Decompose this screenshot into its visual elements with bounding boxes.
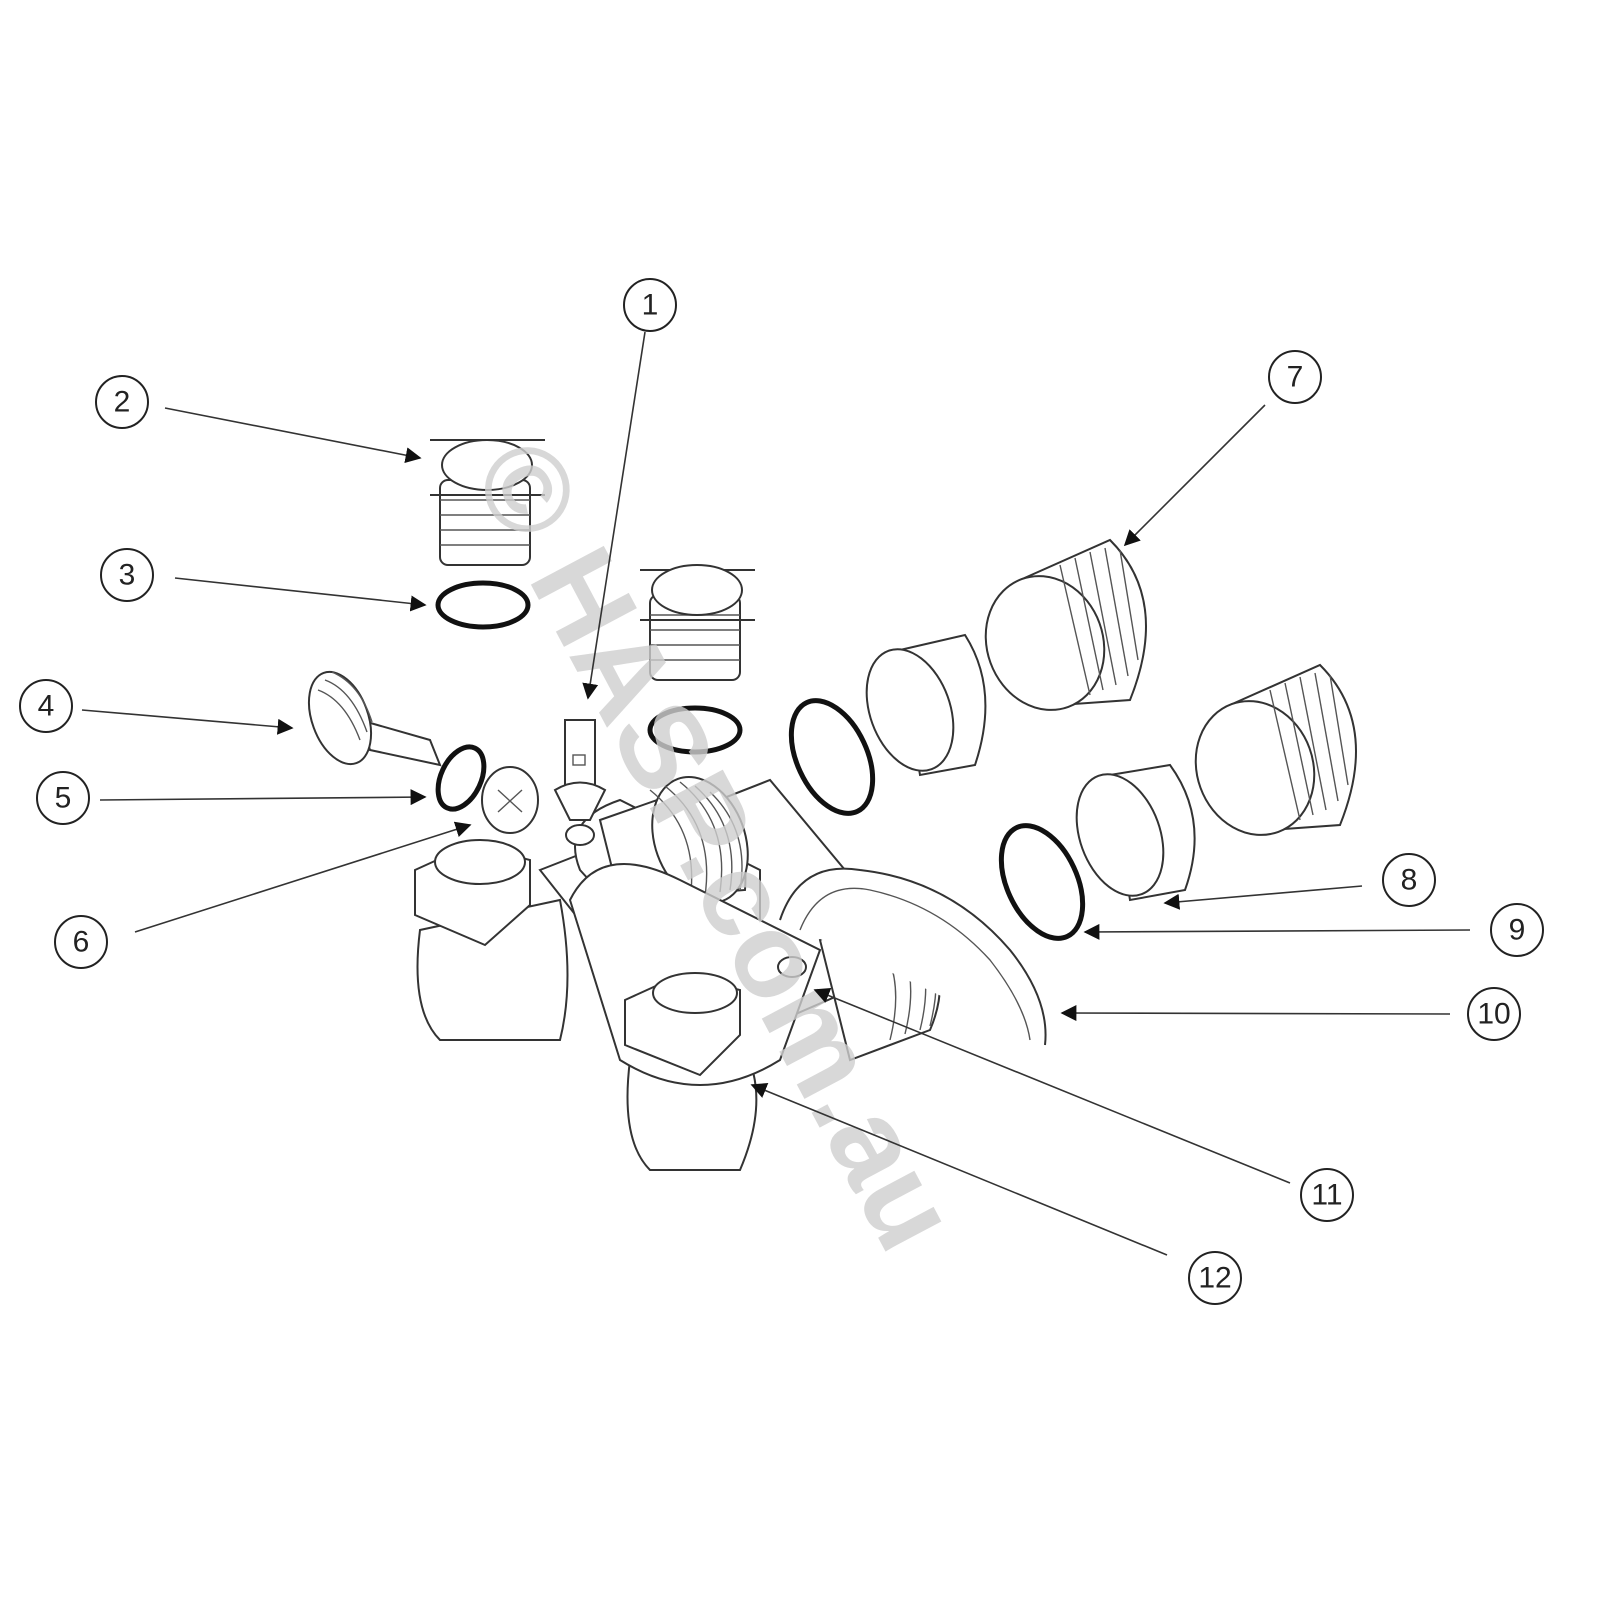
part-2b-connector: [640, 564, 755, 681]
part-8-tailpiece: [1075, 763, 1196, 902]
part-8-tailpiece-a: [865, 633, 987, 777]
part-3-o-ring: [435, 580, 531, 630]
svg-text:2: 2: [114, 386, 131, 419]
callout-11: 11: [1300, 1168, 1354, 1222]
part-7-nut-a: [984, 538, 1147, 711]
svg-text:9: 9: [1509, 914, 1526, 947]
part-5-o-ring: [435, 744, 487, 812]
callout-10: 10: [1467, 987, 1521, 1041]
leader-lines: [81, 331, 1471, 1256]
part-1-clip: [553, 719, 607, 821]
callout-4: 4: [19, 679, 73, 733]
part-9-o-ring-a: [788, 698, 876, 816]
callout-5: 5: [36, 771, 90, 825]
part-3b-o-ring: [647, 705, 743, 755]
part-2-connector: [430, 439, 545, 566]
part-9-o-ring: [998, 823, 1086, 941]
callout-9: 9: [1490, 903, 1544, 957]
callout-8: 8: [1382, 853, 1436, 907]
part-7-nut-b: [1194, 663, 1357, 836]
svg-text:6: 6: [73, 926, 90, 959]
valve-body: [414, 776, 1047, 1171]
callout-1: 1: [623, 278, 677, 332]
callout-3: 3: [100, 548, 154, 602]
svg-text:12: 12: [1198, 1262, 1231, 1295]
svg-text:10: 10: [1477, 998, 1510, 1031]
svg-text:8: 8: [1401, 864, 1418, 897]
svg-text:5: 5: [55, 782, 72, 815]
svg-text:1: 1: [642, 289, 659, 322]
callout-12: 12: [1188, 1251, 1242, 1305]
part-4-plug: [307, 670, 442, 767]
svg-text:3: 3: [119, 559, 136, 592]
svg-text:4: 4: [38, 690, 55, 723]
svg-text:7: 7: [1287, 361, 1304, 394]
part-6-cap: [481, 766, 539, 834]
svg-text:11: 11: [1311, 1179, 1342, 1212]
callout-7: 7: [1268, 350, 1322, 404]
callout-2: 2: [95, 375, 149, 429]
callout-6: 6: [54, 915, 108, 969]
